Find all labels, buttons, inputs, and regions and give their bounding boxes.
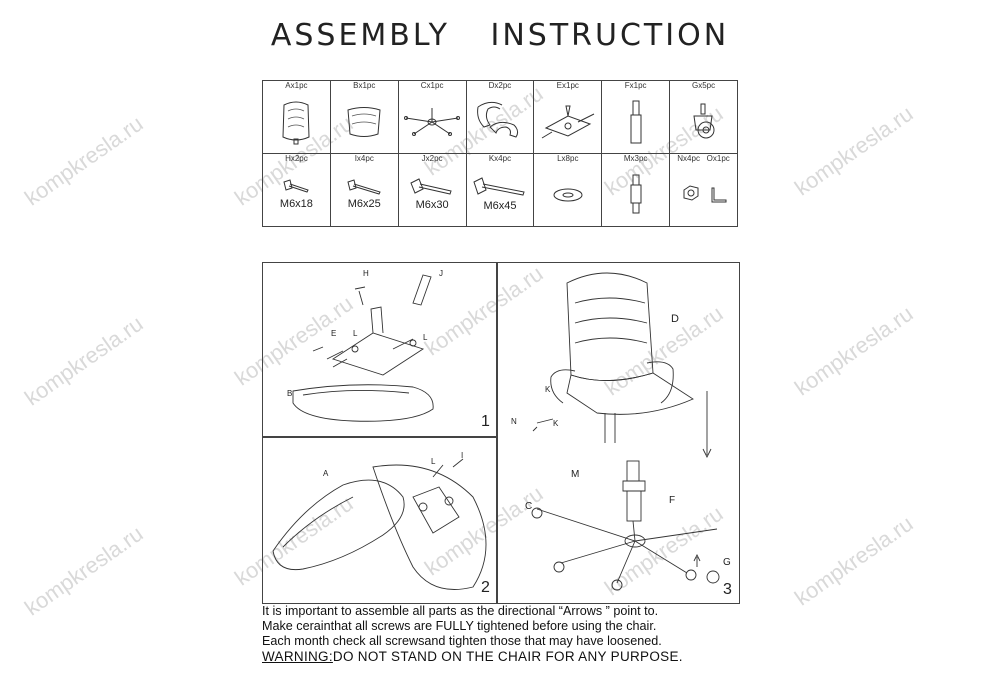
- armrest-icon: [467, 90, 534, 153]
- part-cell-j: Jx2pc M6x30: [397, 153, 467, 227]
- part-cell-g: Gx5pc: [669, 80, 738, 154]
- page-title: ASSEMBLY INSTRUCTION: [0, 18, 1000, 53]
- watermark: kompkresla.ru: [20, 310, 148, 411]
- part-cell-a: Ax1pc: [262, 80, 331, 154]
- part-cell-k: Kx4pc M6x45: [465, 153, 535, 227]
- label-c: C: [525, 501, 533, 512]
- step-number: 3: [723, 581, 732, 598]
- part-label: Bx1pc: [353, 81, 376, 90]
- step-1-illustration: [292, 274, 434, 422]
- backrest-icon: [263, 90, 330, 153]
- part-cell-b: Bx1pc: [329, 80, 399, 154]
- seat-icon: [331, 90, 398, 153]
- part-label: Hx2pc: [285, 154, 308, 163]
- label-k: K: [545, 385, 551, 394]
- part-cell-e: Ex1pc: [533, 80, 603, 154]
- part-label: Ax1pc: [285, 81, 308, 90]
- label-e: E: [331, 329, 337, 338]
- label-k: K: [553, 419, 559, 428]
- watermark: kompkresla.ru: [20, 110, 148, 211]
- note-line-3: Each month check all screwsand tighten t…: [262, 634, 662, 648]
- label-l: L: [353, 329, 358, 338]
- watermark: kompkresla.ru: [790, 100, 918, 201]
- label-d: D: [671, 313, 679, 325]
- title-word-2: INSTRUCTION: [490, 18, 730, 53]
- warning: WARNING:DO NOT STAND ON THE CHAIR FOR AN…: [262, 649, 738, 664]
- note-line-2: Make cerainthat all screws are FULLY tig…: [262, 619, 657, 633]
- label-l: L: [431, 457, 436, 466]
- step-3-panel: D K N K M F C G 3: [496, 262, 740, 604]
- screw-size: M6x45: [483, 200, 517, 212]
- warning-label: WARNING:: [262, 649, 333, 664]
- screw-icon: M6x18: [263, 163, 330, 223]
- screw-size: M6x25: [347, 198, 381, 210]
- screw-icon: M6x25: [331, 163, 398, 223]
- step-3-illustration: [531, 272, 720, 591]
- watermark: kompkresla.ru: [20, 520, 148, 621]
- label-a: A: [323, 469, 329, 478]
- step-2-panel: A L I 2: [262, 436, 498, 604]
- label-h: H: [363, 269, 369, 278]
- part-cell-n-o: Nx4pc Ox1pc: [669, 153, 738, 227]
- title-word-1: ASSEMBLY: [270, 18, 450, 53]
- step-2-illustration: [272, 458, 487, 590]
- step-number: 1: [481, 413, 490, 430]
- label-f: F: [669, 495, 676, 506]
- step-1-panel: H J E L L B 1: [262, 262, 498, 438]
- part-label: Mx3pc: [623, 154, 648, 163]
- part-cell-h: Hx2pc M6x18: [262, 153, 331, 227]
- label-i: I: [461, 451, 464, 460]
- part-cell-c: Cx1pc: [397, 80, 467, 154]
- part-label: Lx8pc: [557, 154, 579, 163]
- screw-icon: M6x30: [399, 163, 466, 223]
- nut-and-wrench-icon: [670, 163, 737, 226]
- step-number: 2: [481, 579, 490, 596]
- part-label: Cx1pc: [420, 81, 444, 90]
- part-cell-i: Ix4pc M6x25: [329, 153, 399, 227]
- part-label-o: Ox1pc: [706, 154, 730, 163]
- part-cell-d: Dx2pc: [465, 80, 535, 154]
- part-cell-f: Fx1pc: [601, 80, 671, 154]
- part-label: Ex1pc: [556, 81, 579, 90]
- parts-table: Ax1pc Bx1pc Cx1pc Dx2pc Ex1pc: [262, 80, 738, 227]
- cover-icon: [602, 163, 669, 226]
- part-label: Gx5pc: [691, 81, 716, 90]
- label-g: G: [723, 557, 731, 568]
- washer-icon: [534, 163, 601, 226]
- gas-lift-icon: [602, 90, 669, 153]
- screw-size: M6x18: [279, 198, 313, 210]
- footer-notes: It is important to assemble all parts as…: [262, 604, 738, 664]
- screw-size: M6x30: [415, 199, 449, 211]
- watermark: kompkresla.ru: [790, 510, 918, 611]
- part-label-n: Nx4pc: [677, 154, 700, 163]
- part-cell-l: Lx8pc: [533, 153, 603, 227]
- label-b: B: [287, 389, 293, 398]
- parts-row-2: Hx2pc M6x18 Ix4pc M6x25 Jx2pc M6x30 Kx4p…: [262, 153, 738, 227]
- label-j: J: [439, 269, 443, 278]
- label-l: L: [423, 333, 428, 342]
- note-line-1: It is important to assemble all parts as…: [262, 604, 659, 618]
- caster-icon: [670, 90, 737, 153]
- mechanism-icon: [534, 90, 601, 153]
- label-n: N: [511, 417, 517, 426]
- part-label: Ix4pc: [354, 154, 374, 163]
- part-label: Dx2pc: [488, 81, 512, 90]
- warning-text: DO NOT STAND ON THE CHAIR FOR ANY PURPOS…: [332, 649, 683, 664]
- screw-icon: M6x45: [467, 163, 534, 223]
- watermark: kompkresla.ru: [790, 300, 918, 401]
- part-label: Kx4pc: [488, 154, 512, 163]
- part-label: Fx1pc: [624, 81, 647, 90]
- part-cell-m: Mx3pc: [601, 153, 671, 227]
- label-m: M: [571, 469, 580, 480]
- parts-row-1: Ax1pc Bx1pc Cx1pc Dx2pc Ex1pc: [262, 80, 738, 154]
- base-icon: [399, 90, 466, 153]
- part-label: Jx2pc: [421, 154, 443, 163]
- part-label: Nx4pc Ox1pc: [670, 154, 737, 163]
